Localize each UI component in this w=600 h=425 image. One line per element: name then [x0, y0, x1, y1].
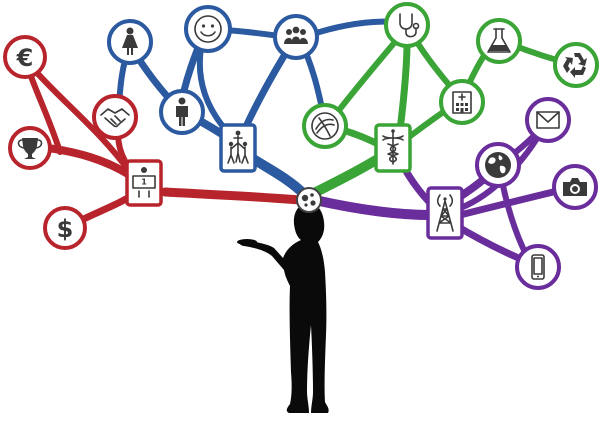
- node-emblem: [302, 103, 348, 149]
- group-icon: [284, 26, 308, 44]
- caduceus-icon: [382, 129, 404, 165]
- node-antenna: [426, 186, 464, 240]
- node-hospital: [439, 79, 485, 125]
- node-man: [159, 89, 205, 135]
- gears-icon: [301, 193, 316, 207]
- hospital-icon: [452, 91, 472, 114]
- svg-text:1: 1: [141, 178, 147, 187]
- antenna-icon: [436, 194, 454, 232]
- node-handshake: [92, 94, 138, 140]
- teamwork-icon: [227, 130, 249, 164]
- node-group: [273, 14, 319, 60]
- man-silhouette: [237, 203, 329, 413]
- node-euro: €: [3, 35, 47, 79]
- node-phone: [515, 244, 561, 290]
- woman-icon: [122, 27, 138, 55]
- node-caduceus: [374, 123, 412, 173]
- stethoscope-icon: [399, 13, 420, 38]
- brain-gears-hub: [296, 187, 322, 213]
- node-smiley: [184, 5, 232, 53]
- red-link-euro-banknote: [27, 62, 135, 178]
- node-trophy: [8, 126, 52, 170]
- node-camera: [552, 164, 598, 210]
- phone-icon: [531, 254, 545, 280]
- globe-icon: [485, 152, 511, 178]
- node-teamwork: [219, 123, 257, 173]
- emblem-icon: [311, 112, 339, 140]
- dollar-icon: $: [57, 215, 74, 243]
- green-link-stethoscope-emblem: [327, 27, 408, 125]
- trophy-icon: [17, 138, 43, 159]
- handshake-icon: [100, 108, 130, 128]
- camera-icon: [563, 178, 587, 196]
- silhouette-body: [239, 203, 329, 413]
- euro-icon: €: [16, 44, 34, 72]
- node-recycle: [553, 42, 599, 88]
- recycle-icon: [563, 53, 587, 78]
- node-banknote: 1: [125, 159, 163, 207]
- node-woman: [107, 19, 153, 65]
- red-trunk: [160, 187, 305, 205]
- mail-icon: [536, 111, 560, 129]
- node-flask: [476, 18, 522, 64]
- man-icon: [176, 97, 188, 126]
- node-globe: [475, 142, 521, 188]
- silhouette-hand: [237, 239, 257, 245]
- smiley-icon: [194, 15, 222, 43]
- purple-trunk: [310, 195, 435, 220]
- node-mail: [525, 97, 571, 143]
- node-dollar: $: [43, 206, 87, 250]
- node-stethoscope: [384, 2, 430, 48]
- banknote-icon: 1: [132, 167, 156, 198]
- flask-icon: [487, 28, 511, 53]
